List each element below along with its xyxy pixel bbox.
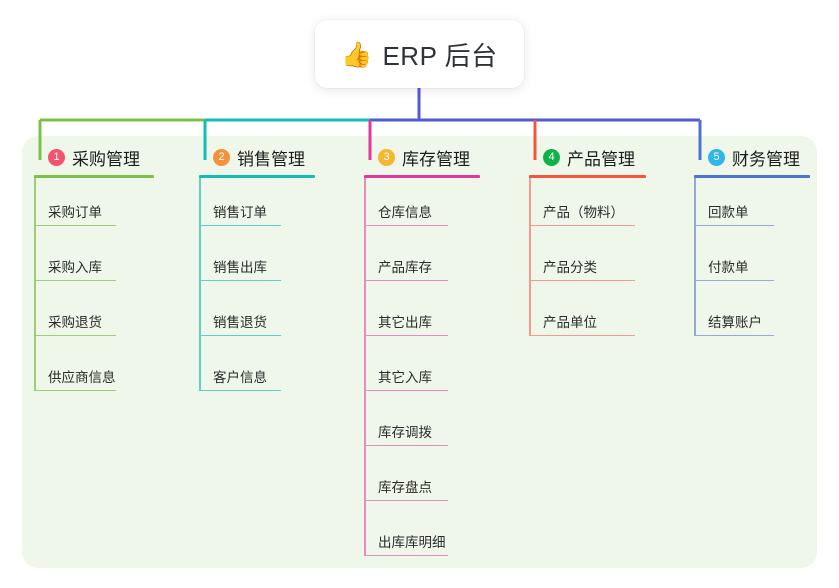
column-title-2: 销售管理 [237,149,305,169]
column-rule-3 [364,175,480,178]
thumbs-up-icon: 👍 [341,40,373,69]
leaf-item-rule [529,224,635,226]
leaf-item[interactable]: 采购入库 [34,251,116,281]
leaf-item-rule [199,224,281,226]
root-node-erp-backend[interactable]: 👍 ERP 后台 [315,20,524,88]
leaf-item-label: 库存盘点 [378,480,432,495]
leaf-item[interactable]: 库存调拨 [364,416,448,446]
leaf-item-label: 结算账户 [708,315,762,330]
column-header-2[interactable]: 2 销售管理 [199,144,305,170]
leaf-item[interactable]: 付款单 [694,251,774,281]
leaf-item-rule [199,389,281,391]
column-title-3: 库存管理 [402,149,470,169]
leaf-item[interactable]: 产品库存 [364,251,448,281]
leaf-item-rule [529,334,635,336]
leaf-item-rule [364,499,448,501]
leaf-item-rule [34,334,116,336]
column-badge-1: 1 [48,148,65,166]
leaf-item-rule [364,334,448,336]
leaf-item-rule [694,334,774,336]
leaf-item-label: 产品单位 [543,315,597,330]
leaf-item-label: 产品（物料） [543,205,624,220]
column-title-4: 产品管理 [567,149,635,169]
leaf-item-label: 付款单 [708,260,749,275]
leaf-item-label: 采购入库 [48,260,102,275]
leaf-item-label: 供应商信息 [48,370,116,385]
leaf-item[interactable]: 产品分类 [529,251,635,281]
leaf-item-label: 产品分类 [543,260,597,275]
leaf-item[interactable]: 供应商信息 [34,361,116,391]
leaf-item[interactable]: 回款单 [694,196,774,226]
leaf-item-label: 其它出库 [378,315,432,330]
leaf-item-label: 出库库明细 [378,535,446,550]
column-rule-5 [694,175,810,178]
column-badge-4: 4 [543,148,560,166]
column-rule-1 [34,175,154,178]
leaf-item-label: 其它入库 [378,370,432,385]
leaf-item[interactable]: 其它出库 [364,306,448,336]
leaf-item-label: 库存调拨 [378,425,432,440]
column-header-5[interactable]: 5 财务管理 [694,144,800,170]
leaf-item-rule [364,224,448,226]
leaf-item-label: 采购退货 [48,315,102,330]
column-badge-3: 3 [378,148,395,166]
leaf-item-label: 采购订单 [48,205,102,220]
leaf-item[interactable]: 产品单位 [529,306,635,336]
column-header-3[interactable]: 3 库存管理 [364,144,470,170]
leaf-item-label: 销售退货 [213,315,267,330]
leaf-item[interactable]: 销售出库 [199,251,281,281]
leaf-item[interactable]: 采购订单 [34,196,116,226]
column-1: 1 采购管理 [34,144,154,178]
leaf-item-label: 销售出库 [213,260,267,275]
leaf-item[interactable]: 出库库明细 [364,526,448,556]
column-badge-2: 2 [213,148,230,166]
leaf-item[interactable]: 销售退货 [199,306,281,336]
leaf-item-rule [199,334,281,336]
root-node-title: ERP 后台 [382,40,498,71]
column-title-1: 采购管理 [72,149,140,169]
column-5: 5 财务管理 [694,144,810,178]
leaf-item-rule [694,224,774,226]
leaf-item-rule [364,279,448,281]
leaf-item-rule [34,279,116,281]
leaf-item[interactable]: 采购退货 [34,306,116,336]
column-header-4[interactable]: 4 产品管理 [529,144,635,170]
column-4: 4 产品管理 [529,144,646,178]
leaf-item-rule [694,279,774,281]
leaf-item-rule [364,389,448,391]
column-badge-5: 5 [708,148,725,166]
column-rule-4 [529,175,646,178]
diagram-canvas-panel [22,136,817,568]
leaf-item-rule [199,279,281,281]
leaf-item[interactable]: 库存盘点 [364,471,448,501]
leaf-item-label: 仓库信息 [378,205,432,220]
column-2: 2 销售管理 [199,144,315,178]
leaf-item[interactable]: 客户信息 [199,361,281,391]
leaf-item[interactable]: 销售订单 [199,196,281,226]
leaf-item-label: 回款单 [708,205,749,220]
column-title-5: 财务管理 [732,149,800,169]
leaf-item-rule [364,554,448,556]
column-header-1[interactable]: 1 采购管理 [34,144,140,170]
leaf-item[interactable]: 仓库信息 [364,196,448,226]
leaf-item[interactable]: 结算账户 [694,306,774,336]
leaf-item-rule [529,279,635,281]
column-rule-2 [199,175,315,178]
column-3: 3 库存管理 [364,144,480,178]
leaf-item[interactable]: 其它入库 [364,361,448,391]
leaf-item-rule [34,224,116,226]
leaf-item-rule [364,444,448,446]
leaf-item-label: 销售订单 [213,205,267,220]
leaf-item-label: 产品库存 [378,260,432,275]
leaf-item-rule [34,389,116,391]
leaf-item[interactable]: 产品（物料） [529,196,635,226]
leaf-item-label: 客户信息 [213,370,267,385]
